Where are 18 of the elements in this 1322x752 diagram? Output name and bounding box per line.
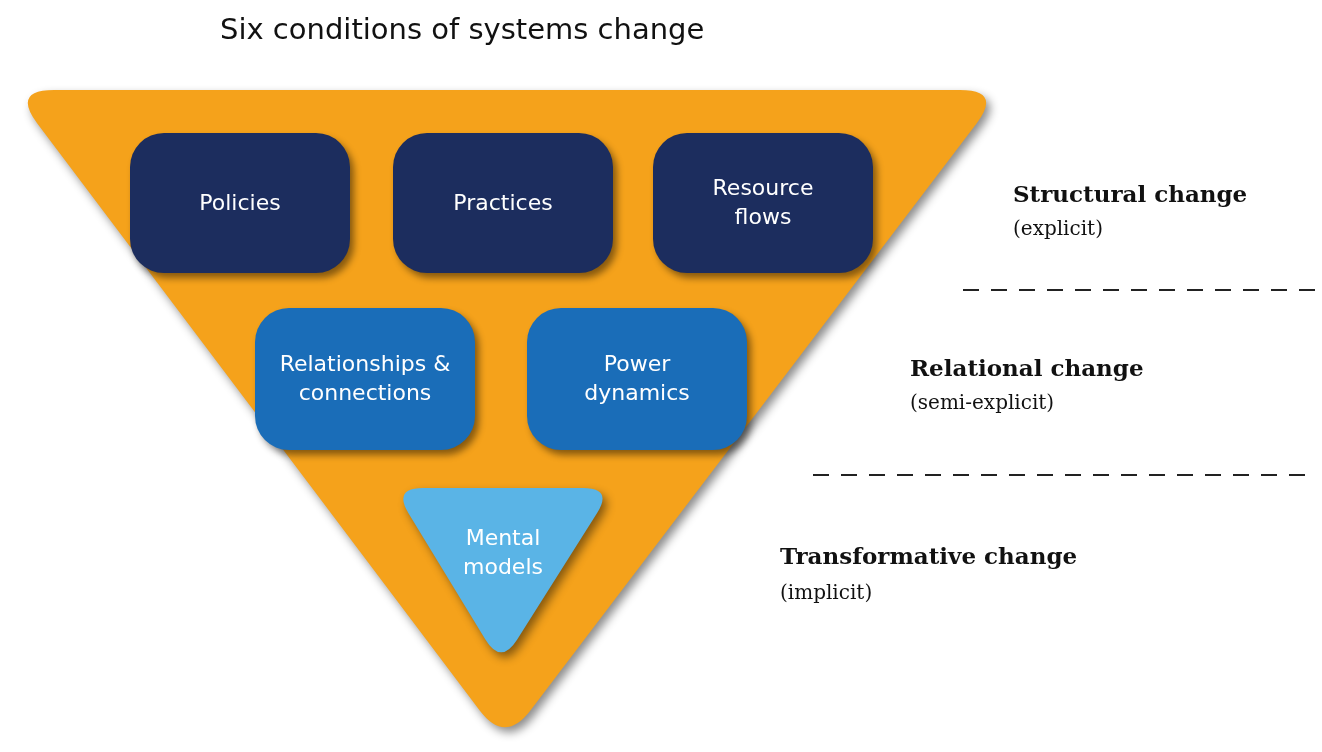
- level-heading: Transformative change: [780, 542, 1078, 569]
- condition-box: [653, 133, 873, 273]
- condition-label: Practices: [453, 188, 553, 217]
- condition-label: Power dynamics: [583, 350, 691, 407]
- condition-label: Policies: [199, 188, 281, 217]
- diagram-title: Six conditions of systems change: [220, 12, 705, 46]
- level-note: (semi-explicit): [910, 390, 1055, 414]
- level-note: (implicit): [780, 580, 873, 604]
- condition-box: [130, 133, 350, 273]
- condition-box: [393, 133, 613, 273]
- condition-label: Mental models: [462, 524, 544, 581]
- level-note: (explicit): [1013, 216, 1103, 240]
- level-heading: Structural change: [1013, 180, 1248, 207]
- condition-label: Resource flows: [711, 174, 815, 231]
- level-heading: Relational change: [910, 354, 1144, 381]
- condition-box: [255, 308, 475, 450]
- condition-box: [527, 308, 747, 450]
- condition-label: Relationships & connections: [278, 350, 452, 407]
